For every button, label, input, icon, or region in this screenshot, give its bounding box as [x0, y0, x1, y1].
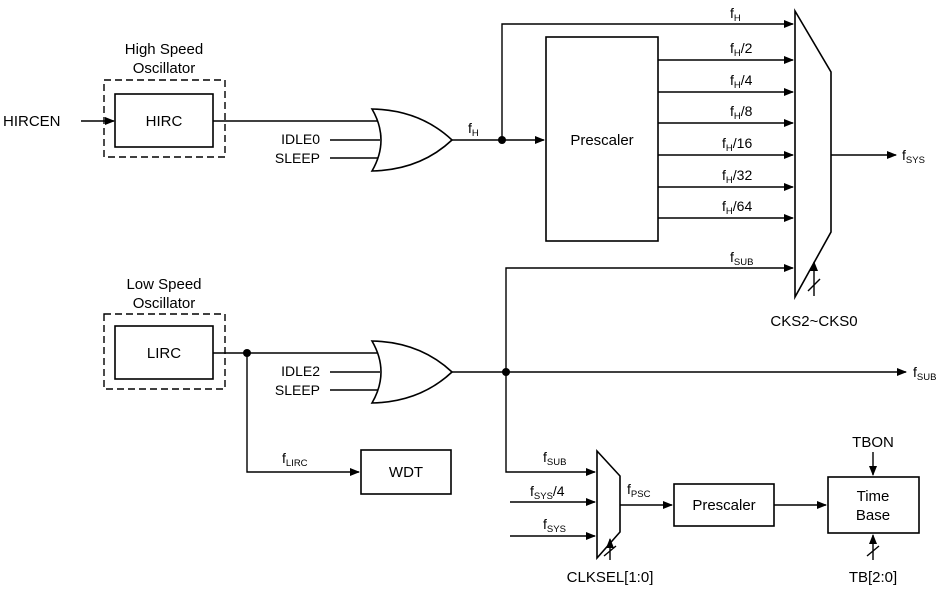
clksel-bus-slash [603, 545, 617, 557]
wdt-label: WDT [389, 464, 423, 481]
fh8-label: fH/8 [730, 103, 753, 122]
clksel-label: CLKSEL[1:0] [567, 569, 654, 586]
timebase-clock-mux [596, 448, 621, 561]
fh4-label: fH/4 [730, 72, 753, 91]
hs-group-label-2: Oscillator [133, 60, 196, 77]
ls-group-label-1: Low Speed [126, 276, 201, 293]
ls-oscillator-group [103, 313, 226, 390]
flirc-wire [246, 353, 360, 476]
or-gate-ls [370, 340, 454, 404]
fsub-psc-wire [505, 372, 596, 476]
fh-label: fH [468, 120, 479, 139]
tb-label: TB[2:0] [849, 569, 897, 586]
psc-in-fsub-label: fSUB [543, 449, 566, 468]
timebase-block [827, 476, 920, 534]
mux-in-fsub-label: fSUB [730, 249, 753, 268]
cks-bus-slash [807, 278, 821, 292]
fh16-label: fH/16 [722, 135, 752, 154]
fh2-label: fH/2 [730, 40, 753, 59]
system-clock-mux [794, 8, 832, 301]
fpsc-label: fPSC [627, 481, 651, 500]
cks-label: CKS2~CKS0 [770, 313, 857, 330]
prescaler-tb-block [673, 483, 775, 527]
fh32-label: fH/32 [722, 167, 752, 186]
sleep-ls-label: SLEEP [275, 382, 320, 398]
prescaler-main-label: Prescaler [570, 132, 633, 149]
idle0-label: IDLE0 [281, 131, 320, 147]
psc-in-fsys4-label: fSYS/4 [530, 483, 565, 502]
hs-group-label-1: High Speed [125, 41, 203, 58]
fsys-out-label: fSYS [902, 147, 925, 166]
idle2-label: IDLE2 [281, 363, 320, 379]
lirc-label: LIRC [147, 345, 181, 362]
fh-bypass-wire [501, 20, 794, 140]
hs-oscillator-group [103, 79, 226, 158]
sleep-hs-label: SLEEP [275, 150, 320, 166]
tb-bus-slash [866, 545, 880, 557]
prescaler-tb-label: Prescaler [692, 497, 755, 514]
or-gate-hs [370, 108, 454, 172]
ls-group-label-2: Oscillator [133, 295, 196, 312]
timebase-label-2: Base [856, 507, 890, 524]
wdt-block [360, 449, 452, 495]
psc-in-fsys-label: fSYS [543, 516, 566, 535]
fsub-out-label: fSUB [913, 364, 936, 383]
tbon-label: TBON [852, 434, 894, 451]
fsub-mux-wire [505, 264, 794, 372]
lirc-block [114, 325, 214, 380]
hirc-block [114, 93, 214, 148]
hircen-label: HIRCEN [3, 113, 61, 130]
flirc-label: fLIRC [282, 450, 308, 469]
timebase-label-1: Time [857, 488, 890, 505]
mux-in-fh-label: fH [730, 5, 741, 24]
hirc-label: HIRC [146, 113, 183, 130]
prescaler-main-block [545, 36, 659, 242]
fh64-label: fH/64 [722, 198, 752, 217]
